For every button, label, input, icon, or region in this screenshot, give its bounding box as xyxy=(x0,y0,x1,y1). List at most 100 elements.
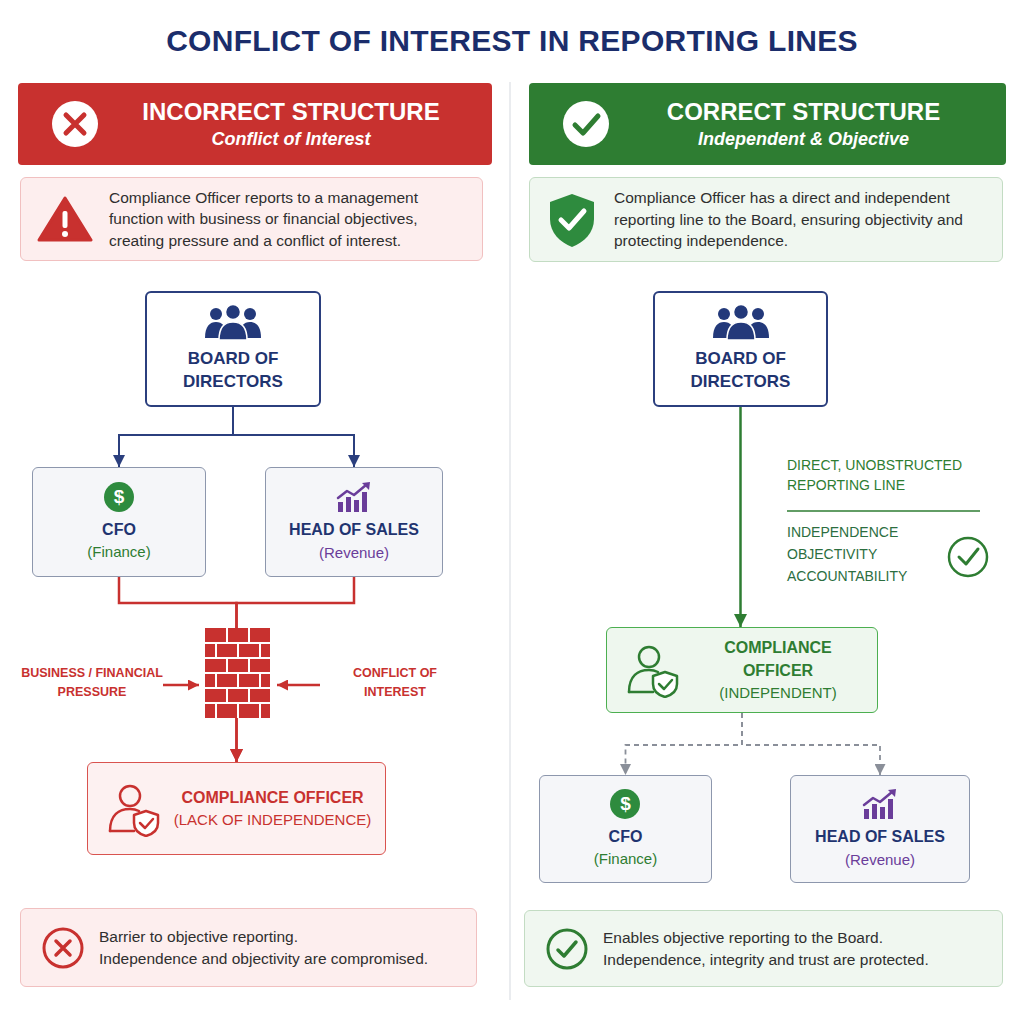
node-text: $ xyxy=(104,482,134,512)
text-group: $CFO(Finance) xyxy=(594,789,657,869)
text-group: BOARD OF DIRECTORS xyxy=(676,348,806,394)
text-group: COMPLIANCE OFFICER(LACK OF INDEPENDENCE) xyxy=(170,786,375,831)
icon-shape xyxy=(864,789,896,819)
node-text: BOARD OF DIRECTORS xyxy=(168,348,298,394)
mortar-line xyxy=(248,628,250,643)
icon-shape xyxy=(718,308,730,320)
node-text: INCORRECT STRUCTURE xyxy=(100,96,482,127)
icon xyxy=(106,781,162,837)
node-text: HEAD OF SALES xyxy=(289,519,419,541)
icon-shape xyxy=(362,492,367,512)
node-text: COMPLIANCE OFFICER xyxy=(689,636,867,682)
text-group: Barrier to objective reporting.Independe… xyxy=(99,926,476,969)
node-text: HEAD OF SALES xyxy=(815,826,945,848)
outcome-box: Barrier to objective reporting.Independe… xyxy=(20,908,477,987)
mortar-line xyxy=(205,672,270,674)
icon-shape xyxy=(558,942,576,956)
node-text: CORRECT STRUCTURE xyxy=(611,96,996,127)
reporting-line xyxy=(739,407,742,627)
reporting-line xyxy=(742,713,880,775)
icon-shape xyxy=(727,322,755,340)
mortar-line xyxy=(237,643,239,658)
node-text: CFO xyxy=(609,826,643,848)
brick-wall xyxy=(205,628,270,718)
text-label: INDEPENDENCE xyxy=(787,523,947,543)
mortar-line xyxy=(237,673,239,688)
icon-shape xyxy=(733,305,748,320)
text-label: ACCOUNTABILITY xyxy=(787,567,947,587)
icon-shape xyxy=(62,231,68,237)
icon xyxy=(710,304,772,340)
icon-shape xyxy=(864,792,892,805)
icon-shape xyxy=(338,485,366,498)
node-text: (INDEPENDENT) xyxy=(689,682,867,704)
node-text: CFO xyxy=(102,519,136,541)
text-group: INCORRECT STRUCTUREConflict of Interest xyxy=(100,96,492,151)
icon-shape xyxy=(244,308,256,320)
node-text: BOARD OF DIRECTORS xyxy=(676,348,806,394)
check-mark xyxy=(959,549,978,564)
node-text: (Finance) xyxy=(87,541,150,562)
role-box: $ CFO(Finance) xyxy=(32,467,206,577)
mortar-line xyxy=(205,642,270,644)
node-text: (LACK OF INDEPENDENCE) xyxy=(170,809,375,831)
text-group: CORRECT STRUCTUREIndependent & Objective xyxy=(611,96,1006,151)
text-label: CONFLICT OF INTEREST xyxy=(340,664,450,702)
icon-shape xyxy=(106,781,162,837)
board-box: BOARD OF DIRECTORS xyxy=(145,291,321,407)
reporting-line xyxy=(626,713,743,775)
icon xyxy=(37,194,93,244)
icon xyxy=(625,642,681,698)
icon-shape xyxy=(550,194,594,247)
icon-shape xyxy=(575,116,598,133)
text-group: $ CFO(Finance) xyxy=(87,482,150,562)
node-text: COMPLIANCE OFFICER xyxy=(170,786,375,809)
icon-shape xyxy=(66,115,84,133)
mortar-line xyxy=(205,702,270,704)
icon-shape xyxy=(653,672,677,697)
icon-shape xyxy=(546,191,598,249)
mortar-line xyxy=(226,688,228,703)
icon-shape xyxy=(63,211,68,228)
text-group: HEAD OF SALES(Revenue) xyxy=(289,519,419,562)
compliance-box: COMPLIANCE OFFICER(LACK OF INDEPENDENCE) xyxy=(87,762,386,855)
compliance-box: COMPLIANCE OFFICER(INDEPENDENT) xyxy=(606,627,878,713)
icon-shape xyxy=(226,305,241,320)
icon-shape xyxy=(629,691,653,694)
text-group: HEAD OF SALES(Revenue) xyxy=(815,826,945,869)
node-text: $ xyxy=(610,789,640,819)
mortar-line xyxy=(248,688,250,703)
mortar-line xyxy=(215,703,217,718)
mortar-line xyxy=(259,703,261,718)
text-group: Compliance Officer has a direct and inde… xyxy=(614,187,988,251)
icon-shape xyxy=(37,194,93,244)
node-text: Barrier to objective reporting. xyxy=(99,926,476,947)
icon-shape xyxy=(335,481,373,513)
icon-shape xyxy=(563,101,609,147)
icon-shape xyxy=(39,198,91,240)
node-text: Compliance Officer reports to a manageme… xyxy=(109,187,468,251)
mortar-line xyxy=(259,673,261,688)
role-box: HEAD OF SALES(Revenue) xyxy=(265,467,443,577)
board-box: BOARD OF DIRECTORS xyxy=(653,291,828,407)
icon-shape xyxy=(338,502,343,512)
text-label: OBJECTIVITY xyxy=(787,545,947,565)
icon-shape xyxy=(202,304,264,340)
mortar-line xyxy=(205,687,270,689)
header-band: INCORRECT STRUCTUREConflict of Interest xyxy=(18,83,492,165)
mortar-line xyxy=(248,658,250,673)
icon-shape xyxy=(354,500,359,512)
icon-shape xyxy=(219,322,247,340)
icon-shape xyxy=(120,786,140,806)
icon-shape xyxy=(710,304,772,340)
node-text: Enables objective reporting to the Board… xyxy=(603,927,1002,948)
icon xyxy=(50,99,100,149)
edge-label: DIRECT, UNOBSTRUCTED REPORTING LINE xyxy=(787,455,987,496)
text-group: Compliance Officer reports to a manageme… xyxy=(109,187,468,251)
icon-shape xyxy=(864,809,869,819)
icon-shape xyxy=(561,211,584,228)
role-box: HEAD OF SALES(Revenue) xyxy=(790,775,970,883)
role-box: $CFO(Finance) xyxy=(539,775,712,883)
icon-shape xyxy=(872,804,877,819)
